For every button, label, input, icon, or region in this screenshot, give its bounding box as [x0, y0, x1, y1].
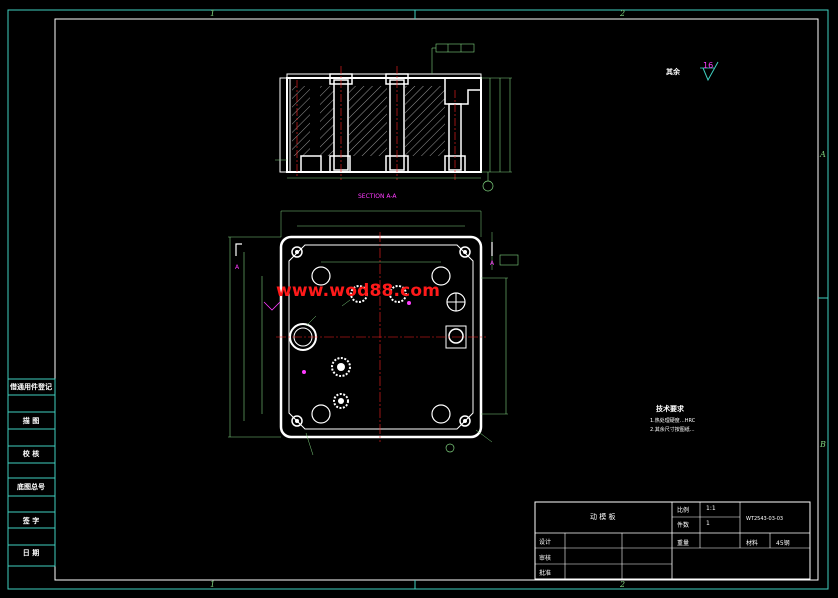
- side-table: [7, 378, 56, 567]
- weight-label: 重量: [677, 540, 690, 547]
- checker-label: 审核: [539, 555, 552, 562]
- section-label: SECTION A-A: [358, 193, 397, 200]
- side-table-cell: 签 字: [22, 517, 40, 525]
- side-table-cell: 借通用件登记: [10, 383, 52, 391]
- tech-requirements-title: 技术要求: [656, 405, 684, 413]
- tech-requirement-item: 1.热处理硬度…HRC: [650, 418, 696, 424]
- zone-top-1: 1: [210, 9, 216, 18]
- zone-right-b: B: [820, 440, 826, 449]
- side-table-cell: 底图总号: [17, 483, 45, 491]
- section-mark-left: A: [235, 264, 240, 271]
- side-table-cell: 描 图: [22, 417, 40, 425]
- plan-view: [228, 210, 519, 456]
- section-view: [275, 43, 512, 192]
- material-value: 45钢: [776, 540, 790, 547]
- inner-frame: [54, 18, 819, 581]
- outer-frame: [7, 9, 829, 590]
- ratio-label: 比例: [677, 507, 690, 514]
- watermark: www.wod88.com: [276, 281, 441, 301]
- qty-label: 件数: [677, 522, 690, 529]
- surface-finish-prefix: 其余: [666, 68, 680, 76]
- title-block: [534, 501, 811, 580]
- tech-requirements: 技术要求 1.热处理硬度…HRC 2.其余尺寸按图纸...: [650, 404, 695, 433]
- zone-right-a: A: [820, 150, 826, 159]
- ratio-value: 1:1: [706, 505, 716, 512]
- approver-label: 批准: [539, 570, 552, 577]
- side-table-cell: 日 期: [22, 549, 40, 557]
- part-name: 动 模 板: [590, 513, 616, 521]
- drawing-number: WT2543-03-03: [746, 516, 784, 522]
- material-label: 材料: [746, 540, 759, 547]
- zone-top-2: 2: [620, 9, 626, 18]
- side-table-cell: 校 核: [22, 450, 40, 458]
- surface-finish-symbol: [702, 61, 719, 82]
- section-mark-right: A: [490, 260, 495, 267]
- qty-value: 1: [706, 520, 710, 527]
- zone-bottom-1: 1: [210, 580, 216, 589]
- designer-label: 设计: [539, 539, 552, 546]
- surface-finish-value: 16: [703, 61, 714, 70]
- tech-requirement-item: 2.其余尺寸按图纸...: [650, 427, 695, 433]
- zone-bottom-2: 2: [620, 580, 626, 589]
